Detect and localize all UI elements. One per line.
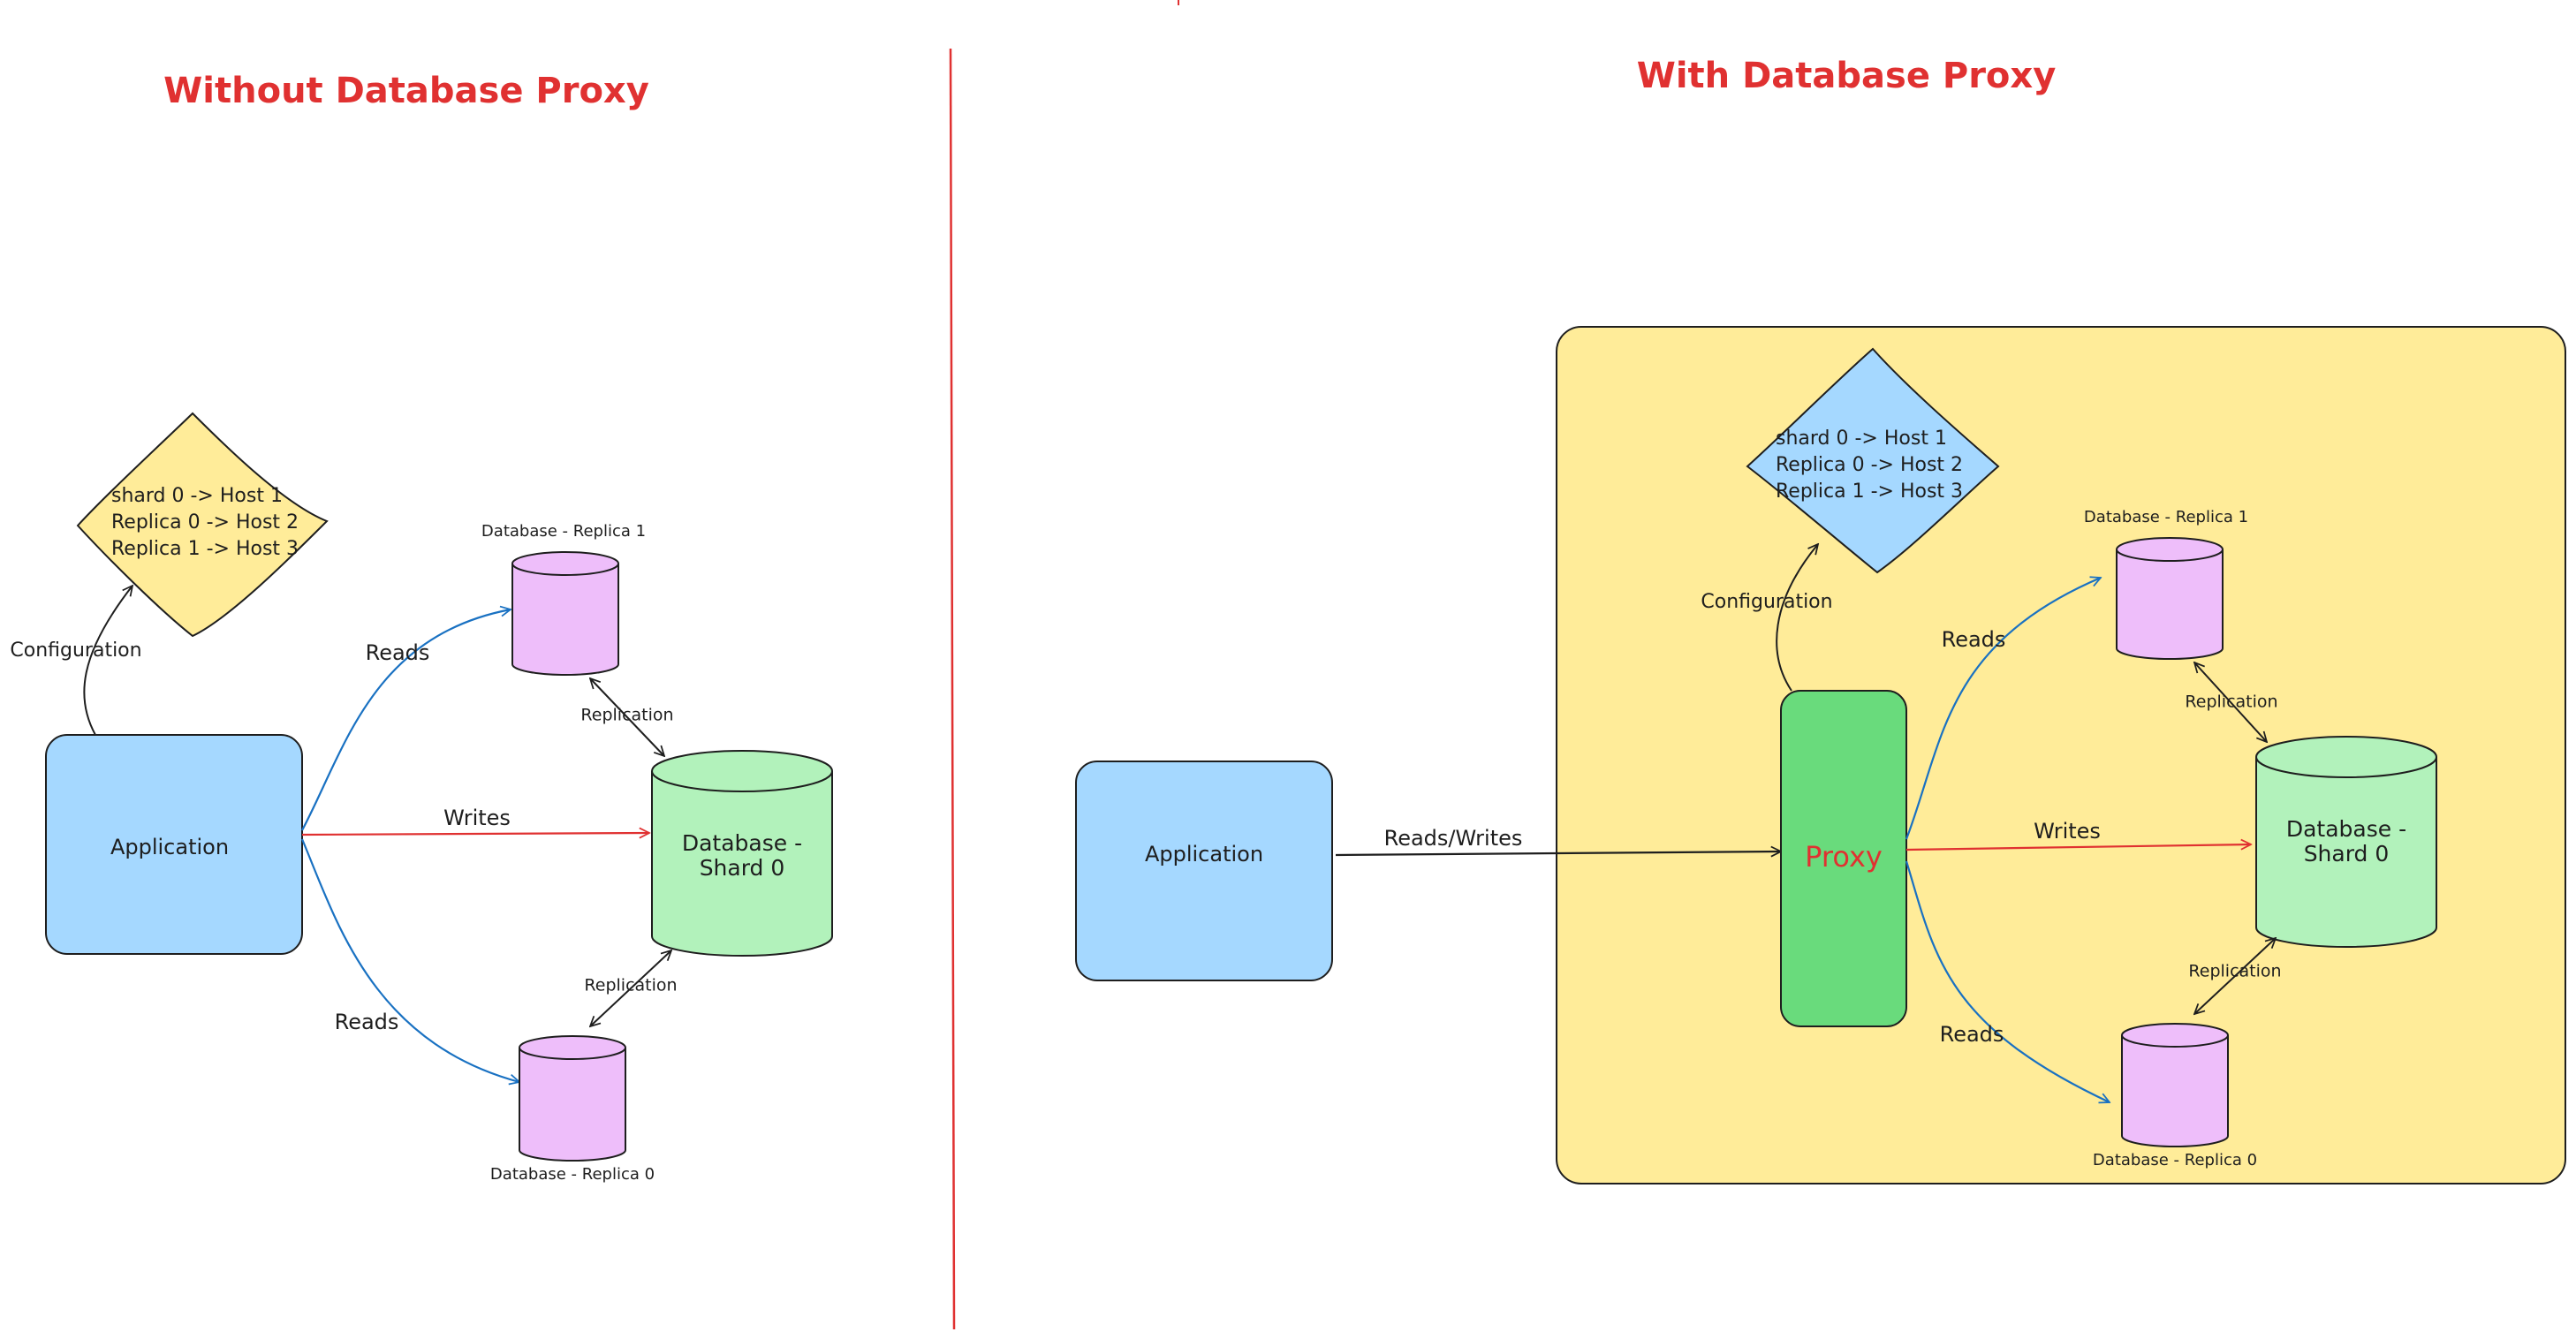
left-replication-bottom-label: Replication [584, 976, 677, 995]
left-config-line-1: shard 0 -> Host 1 [111, 485, 283, 507]
proxy-box [1780, 690, 1907, 1027]
right-replica-1-caption: Database - Replica 1 [2084, 508, 2248, 526]
right-replica-0-cylinder [2121, 1023, 2229, 1147]
right-reads-top-label: Reads [1942, 627, 2006, 652]
right-replica-1-cylinder [2116, 537, 2224, 660]
right-writes-arrow [1905, 844, 2251, 851]
right-config-line-2: Replica 0 -> Host 2 [1776, 454, 1963, 476]
right-reads-bottom-arrow [1905, 860, 2110, 1102]
left-config-line-3: Replica 1 -> Host 3 [111, 538, 299, 560]
left-config-line-2: Replica 0 -> Host 2 [111, 511, 299, 534]
reads-writes-arrow [1335, 851, 1781, 855]
left-config-label: Configuration [10, 640, 141, 662]
right-replication-top-label: Replication [2185, 692, 2277, 712]
left-title: Without Database Proxy [163, 71, 649, 111]
left-writes-label: Writes [443, 806, 511, 830]
right-shard-line-1: Database - [2286, 816, 2406, 842]
right-replication-bottom-arrow [2194, 938, 2276, 1014]
right-config-line-1: shard 0 -> Host 1 [1776, 428, 1947, 450]
left-replica-0-caption: Database - Replica 0 [490, 1165, 655, 1184]
left-reads-bottom-arrow [300, 838, 519, 1082]
left-replica-1-caption: Database - Replica 1 [481, 522, 646, 541]
left-replication-bottom-arrow [590, 950, 671, 1026]
right-replication-top-arrow [2194, 662, 2267, 742]
right-config-diamond [1746, 347, 2000, 574]
left-replication-top-label: Replication [580, 706, 673, 725]
right-application-label: Application [1145, 842, 1263, 867]
left-reads-top-label: Reads [366, 640, 430, 665]
left-shard-cylinder [651, 750, 833, 957]
reads-writes-label: Reads/Writes [1384, 826, 1523, 851]
right-shard-line-2: Shard 0 [2304, 841, 2390, 867]
left-shard-line-1: Database - [682, 830, 802, 856]
right-writes-label: Writes [2034, 819, 2101, 844]
right-application-box [1075, 761, 1333, 981]
left-replication-top-arrow [590, 678, 664, 756]
section-divider [949, 48, 956, 1330]
right-section: With Database Proxy Application Reads/Wr… [1075, 56, 2566, 1184]
left-reads-top-arrow [301, 609, 511, 831]
left-config-diamond [76, 412, 329, 638]
right-reads-top-arrow [1905, 578, 2101, 840]
left-application-box [45, 734, 303, 955]
right-config-arrow [1776, 544, 1818, 692]
right-replica-0-caption: Database - Replica 0 [2093, 1151, 2257, 1169]
left-config-arrow [83, 586, 133, 736]
left-reads-bottom-label: Reads [335, 1010, 399, 1034]
right-shard-cylinder [2255, 736, 2437, 948]
proxy-label: Proxy [1805, 840, 1883, 874]
left-application-label: Application [110, 835, 229, 859]
right-reads-bottom-label: Reads [1940, 1022, 2004, 1047]
right-config-line-3: Replica 1 -> Host 3 [1776, 481, 1963, 503]
right-title: With Database Proxy [1637, 56, 2057, 96]
right-replication-bottom-label: Replication [2188, 962, 2281, 981]
left-section: Without Database Proxy shard 0 -> Host 1… [10, 71, 833, 1184]
left-replica-0-cylinder [519, 1035, 626, 1162]
right-config-label: Configuration [1701, 591, 1832, 613]
left-shard-line-2: Shard 0 [700, 855, 785, 881]
left-writes-arrow [301, 833, 649, 835]
left-replica-1-cylinder [511, 551, 619, 676]
